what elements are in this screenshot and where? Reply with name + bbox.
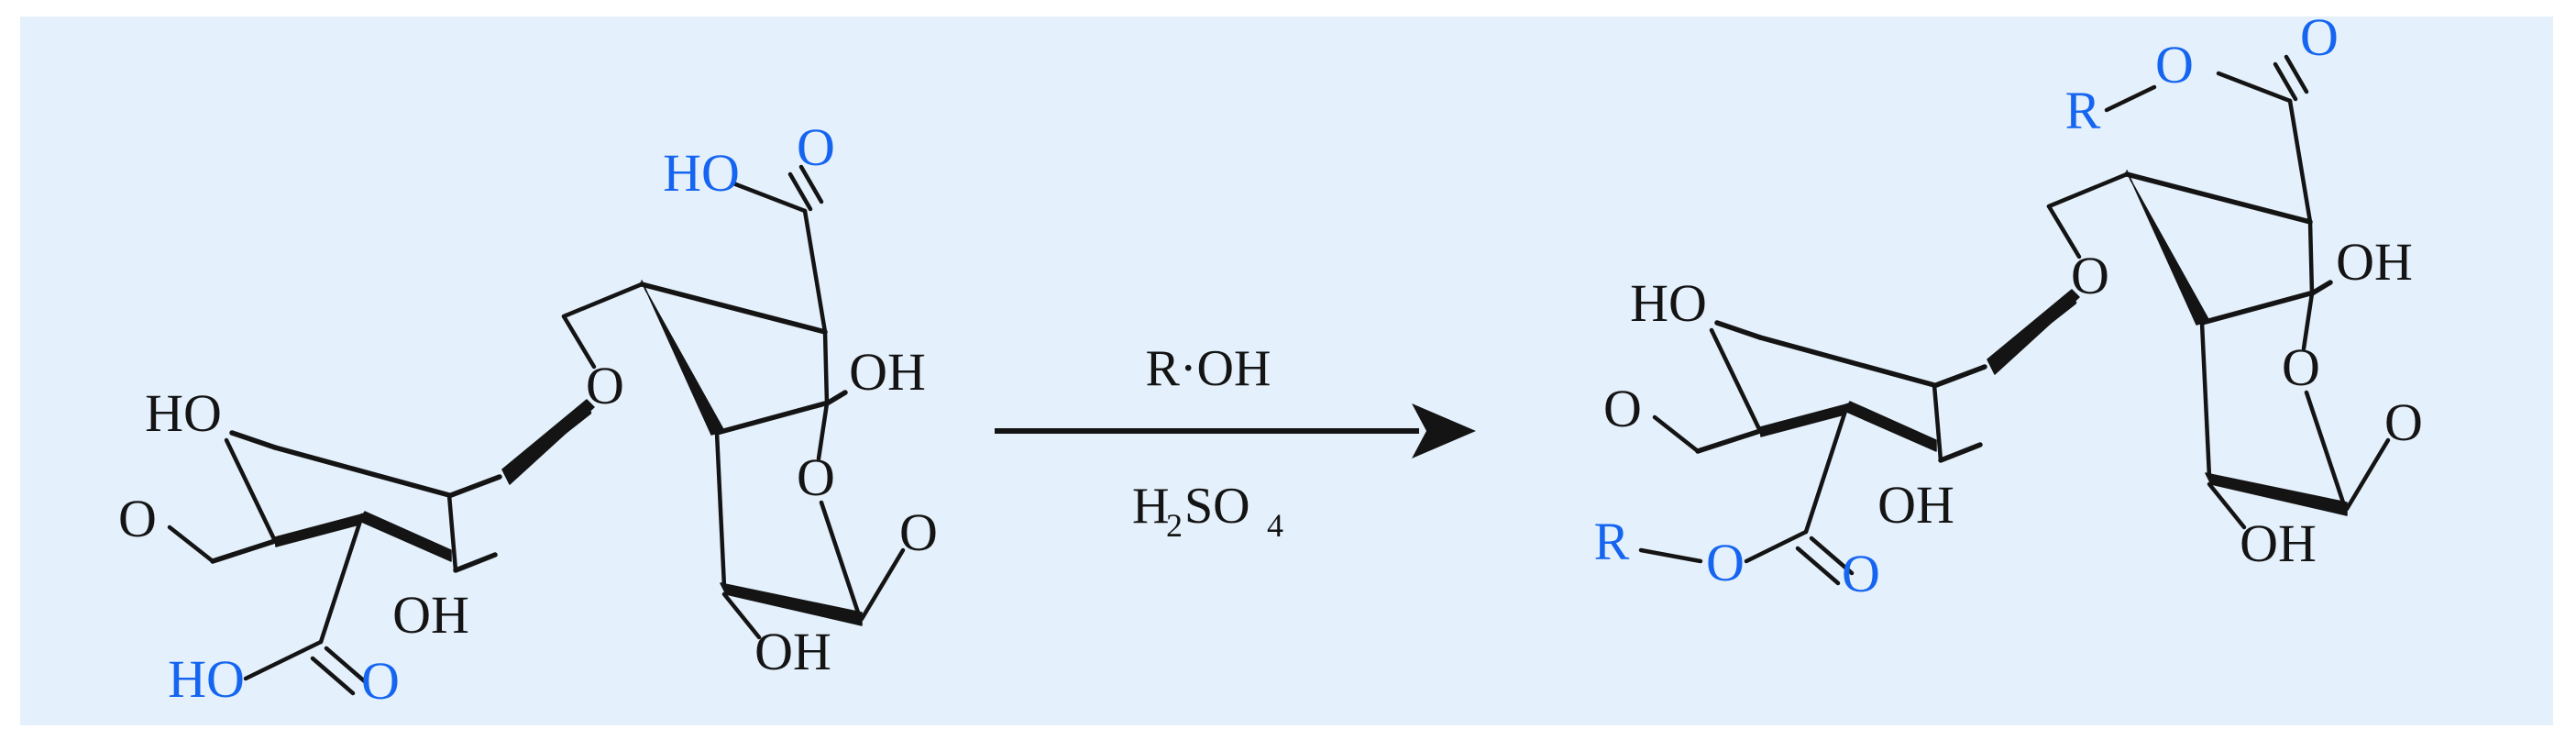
- reactant-right-oh-bot-label: OH: [754, 622, 831, 681]
- reaction-arrow-group: R·OH H 2 SO 4: [995, 340, 1476, 544]
- figure-panel-background: [20, 17, 2553, 725]
- product-right-oh-top-label: OH: [2336, 232, 2413, 292]
- reactant-right-cooh-ho-label: HO: [663, 143, 740, 203]
- product-right-ring-o-label: O: [2282, 337, 2320, 397]
- reactant-glycosidic-link: [501, 314, 597, 485]
- product-right-anom-o-label: O: [2384, 392, 2423, 452]
- reagent-above-arrow-label: R·OH: [1146, 340, 1271, 397]
- h2so4-2: 2: [1166, 507, 1183, 544]
- product-right-ring: [2046, 54, 2391, 530]
- product-molecule: HO O OH R O O O R O O OH O O OH: [1594, 7, 2423, 603]
- reagent-below-arrow-label: H 2 SO 4: [1132, 478, 1283, 544]
- product-glycosidic-o-label: O: [2071, 246, 2109, 305]
- product-left-ester-r-label: R: [1594, 512, 1630, 571]
- reactant-glycosidic-o-label: O: [586, 356, 624, 415]
- product-left-ring: [1638, 320, 1987, 586]
- product-right-ester-co-label: O: [2300, 7, 2339, 67]
- product-left-ester-co-label: O: [1842, 544, 1880, 603]
- reactant-left-cooh-o-label: O: [361, 651, 400, 711]
- product-right-ester-o-label: O: [2155, 35, 2194, 94]
- product-glycosidic-link: [1987, 204, 2082, 375]
- reactant-left-ring-o-label: O: [118, 489, 157, 548]
- h2so4-h: H: [1132, 478, 1169, 535]
- reactant-left-cooh-ho-label: HO: [168, 649, 245, 709]
- product-right-ester-r-label: R: [2065, 81, 2101, 140]
- reactant-molecule: HO O OH HO O O HO O OH O O OH: [118, 117, 938, 711]
- reactant-left-oh-label: OH: [392, 585, 469, 645]
- product-left-ring-o-label: O: [1603, 379, 1642, 438]
- reactant-right-cooh-o-label: O: [797, 117, 835, 177]
- h2so4-4: 4: [1267, 507, 1283, 544]
- reactant-right-oh-top-label: OH: [849, 342, 926, 402]
- reactant-left-ho-label: HO: [145, 383, 222, 443]
- reactant-left-ring: [167, 430, 502, 696]
- reaction-arrow-head: [1412, 403, 1476, 458]
- product-left-ester-o-label: O: [1706, 533, 1745, 592]
- h2so4-so: SO: [1184, 478, 1250, 535]
- product-left-ho-label: HO: [1630, 273, 1707, 333]
- reactant-right-anom-o-label: O: [899, 503, 938, 562]
- reactant-right-ring: [561, 164, 906, 640]
- product-left-oh-label: OH: [1877, 475, 1954, 535]
- product-right-oh-bot-label: OH: [2240, 514, 2317, 573]
- reactant-right-ring-o-label: O: [797, 447, 835, 507]
